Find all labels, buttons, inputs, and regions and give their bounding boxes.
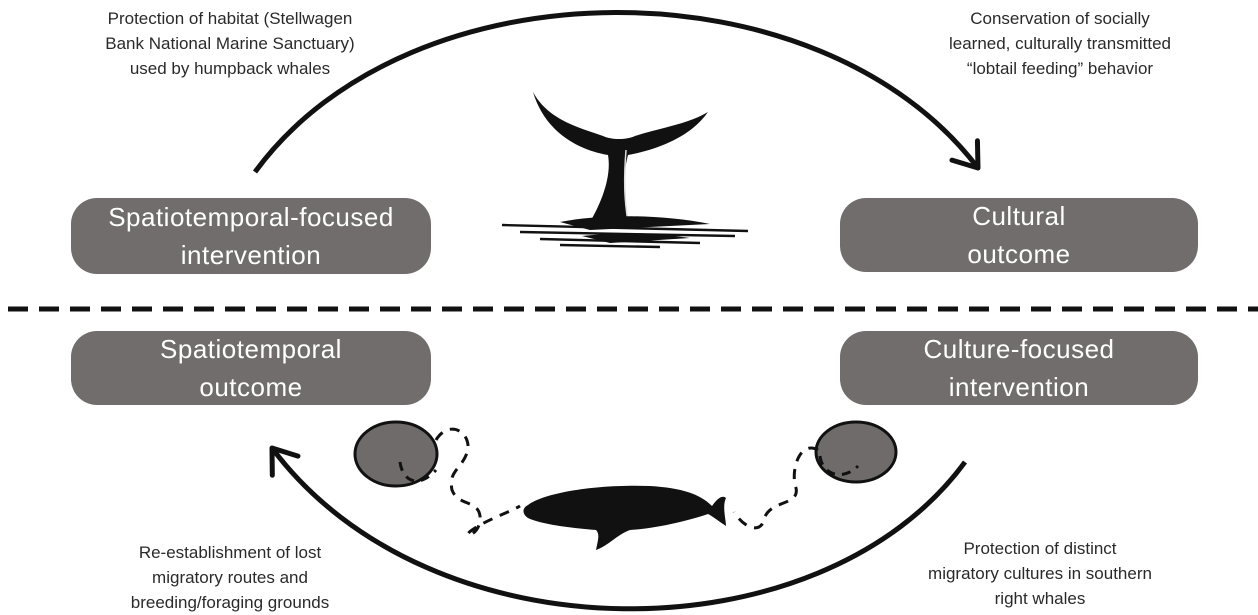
- left-ground-circle-icon: [355, 422, 437, 486]
- top-left-caption: Protection of habitat (Stellwagen Bank N…: [60, 6, 400, 81]
- spatiotemporal-focused-intervention-box: Spatiotemporal-focused intervention: [71, 198, 431, 274]
- right-migratory-route: [734, 448, 818, 528]
- bottom-right-caption: Protection of distinct migratory culture…: [890, 536, 1190, 611]
- spatiotemporal-outcome-box: Spatiotemporal outcome: [71, 331, 431, 405]
- top-right-caption: Conservation of socially learned, cultur…: [900, 6, 1220, 81]
- culture-focused-intervention-box: Culture-focused intervention: [840, 331, 1198, 405]
- humpback-whale-tail-icon: [502, 92, 748, 247]
- right-whale-icon: [524, 486, 727, 550]
- bottom-left-caption: Re-establishment of lost migratory route…: [90, 540, 370, 615]
- cultural-outcome-box: Cultural outcome: [840, 198, 1198, 272]
- left-migratory-route: [436, 429, 520, 535]
- right-ground-circle-icon: [816, 422, 896, 482]
